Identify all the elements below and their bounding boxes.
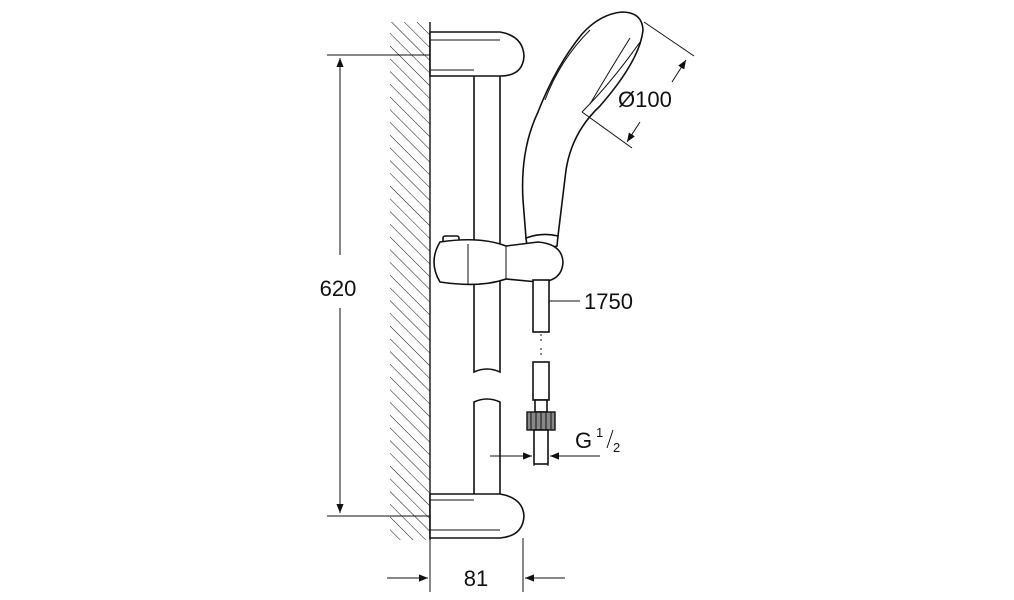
dimension-height xyxy=(327,54,430,517)
top-bracket xyxy=(429,31,525,77)
rail-bar xyxy=(473,71,501,499)
bottom-bracket xyxy=(429,493,525,539)
head-diameter-label: Ø100 xyxy=(618,87,672,112)
thread-size-denominator: 2 xyxy=(613,440,620,455)
wall xyxy=(390,22,431,540)
slider-holder xyxy=(433,235,564,286)
thread-size-label: G xyxy=(575,428,592,453)
dimension-diameter xyxy=(581,21,695,149)
dimension-height-label: 620 xyxy=(320,276,357,301)
shower-hose xyxy=(526,279,556,465)
dimension-depth-label: 81 xyxy=(464,566,488,591)
dimension-depth xyxy=(387,538,565,592)
thread-size-main: G xyxy=(575,428,592,453)
thread-fraction-slash xyxy=(606,429,614,449)
hose-length-label: 1750 xyxy=(584,289,633,314)
thread-size-numerator: 1 xyxy=(596,425,603,440)
hand-shower xyxy=(521,11,644,249)
dimension-thread xyxy=(490,430,600,466)
